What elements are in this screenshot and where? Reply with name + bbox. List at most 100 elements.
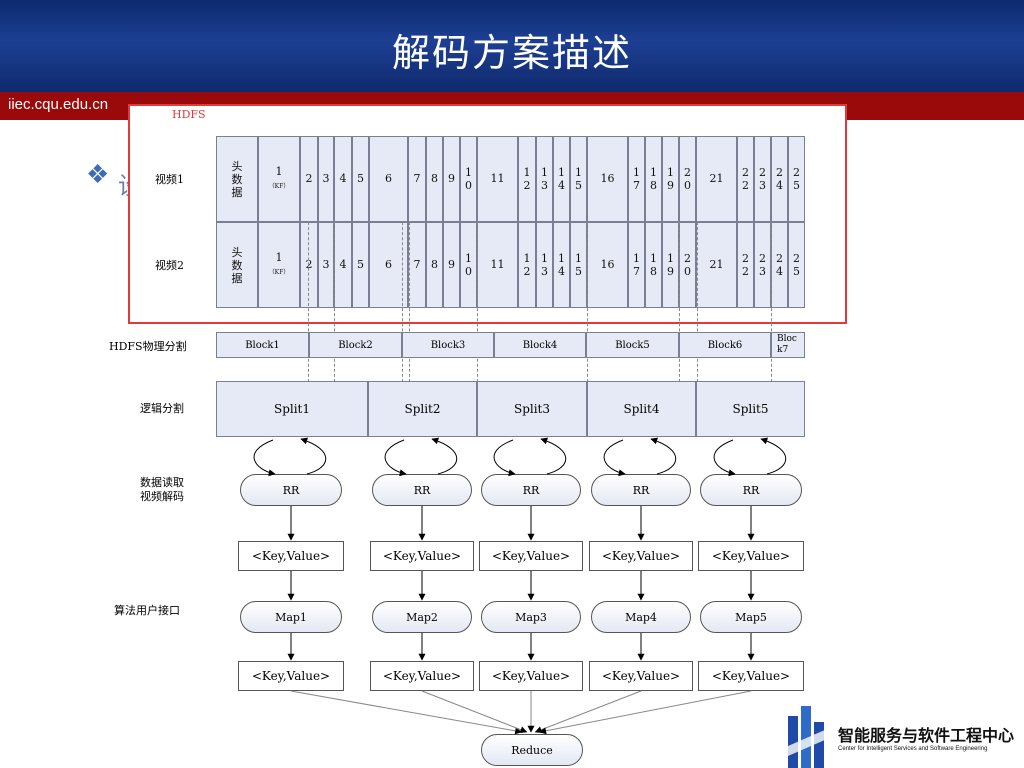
video2-cell: 头数据 [216,222,258,308]
cell-label: 16 [600,172,615,185]
video1-cell: 17 [628,136,645,222]
block-cell: Block7 [771,332,805,358]
video1-cell: 3 [318,136,334,222]
cell-label: 4 [339,258,347,271]
read-loop-arrow [540,437,567,475]
read-loop-arrow [431,437,458,475]
split-cell: Split3 [477,381,587,437]
block-cell: Block3 [402,332,494,358]
keyframe-note: （KF） [268,182,290,190]
read-loop-arrow [760,437,787,475]
cell-label: 2 [305,172,313,185]
cell-label: 6 [385,172,392,185]
read-loop-arrow [603,439,626,477]
rr-node: RR [591,474,691,506]
cell-label: 3 [322,258,330,271]
cell-label: 23 [759,166,766,192]
block-cell: Block1 [216,332,309,358]
split-dashed-line [679,222,680,382]
rr-node: RR [372,474,472,506]
rr-node: RR [240,474,342,506]
cell-label: 24 [776,252,783,278]
video1-cell: 22 [737,136,754,222]
readers-label: 数据读取 视频解码 [140,476,184,504]
cell-label: 13 [541,252,548,278]
cell-label: 8 [431,258,438,271]
video2-cell: 1（KF） [258,222,300,308]
video2-cell: 21 [696,222,737,308]
video1-cell: 14 [553,136,570,222]
cell-label: 23 [759,252,766,278]
cell-label: 11 [490,172,505,185]
block-label: Block6 [707,339,743,351]
cell-label: 13 [541,166,548,192]
cell-label: 7 [413,172,421,185]
cell-label: 1 [275,164,283,178]
cell-label: 16 [600,258,615,271]
slide-header [0,0,1024,92]
video1-cell: 15 [570,136,587,222]
cell-label: 9 [448,172,455,185]
split-dashed-line [477,222,478,382]
kv-box: <Key,Value> [238,541,344,571]
read-loop-arrow [713,439,736,477]
logo-subtitle: Center for Intelligent Services and Soft… [838,746,988,752]
video1-cell: 21 [696,136,737,222]
cell-label: 12 [523,252,531,278]
video2-cell: 14 [553,222,570,308]
video1-cell: 16 [587,136,628,222]
cell-label: 14 [558,166,565,192]
rr-node: RR [700,474,802,506]
cell-label: 20 [684,166,691,192]
cell-label: 19 [667,252,674,278]
row-label-video1: 视频1 [155,173,184,186]
split-dashed-line [771,222,772,382]
video1-cell: 头数据 [216,136,258,222]
cell-label: 10 [465,166,472,192]
map-node: Map3 [481,601,581,633]
block-label: Block1 [245,339,280,351]
cell-label: 12 [523,166,531,192]
video2-cell: 10 [460,222,477,308]
site-url: iiec.cqu.edu.cn [8,96,109,113]
block-cell: Block6 [679,332,771,358]
video2-cell: 19 [662,222,679,308]
split-cell: Split1 [216,381,368,437]
split-cell: Split2 [368,381,477,437]
cell-label: 1 [275,250,283,264]
cell-label: 11 [490,258,505,271]
cell-label: 5 [357,258,364,271]
cell-label: 8 [431,172,438,185]
cell-label: 14 [558,252,565,278]
cell-label: 18 [650,166,657,192]
reduce-node: Reduce [481,734,583,766]
video1-cell: 12 [518,136,536,222]
cell-label: 19 [667,166,674,192]
blocks-label: HDFS物理分割 [109,340,187,353]
video2-cell: 2 [300,222,318,308]
reduce-arrow [421,690,528,733]
split-dashed-line [587,222,588,382]
video2-cell: 11 [477,222,518,308]
split-cell: Split5 [696,381,805,437]
read-loop-arrow [384,439,407,477]
readers-label-line2: 视频解码 [140,490,184,503]
cell-label: 20 [684,252,691,278]
cell-label: 18 [650,252,657,278]
block-cell: Block4 [494,332,586,358]
kv-box: <Key,Value> [589,541,693,571]
video2-cell: 9 [443,222,460,308]
kv-box: <Key,Value> [698,661,804,691]
read-loop-arrow [493,439,516,477]
video2-cell: 18 [645,222,662,308]
cell-label: 17 [633,166,640,192]
video1-cell: 4 [334,136,352,222]
split-dashed-line [697,222,698,382]
read-loop-arrow [650,437,677,475]
row-label-video2: 视频2 [155,259,184,272]
video1-cell: 11 [477,136,518,222]
block-label: Block2 [338,339,373,351]
video2-cell: 3 [318,222,334,308]
cell-label: 头数据 [231,245,243,285]
